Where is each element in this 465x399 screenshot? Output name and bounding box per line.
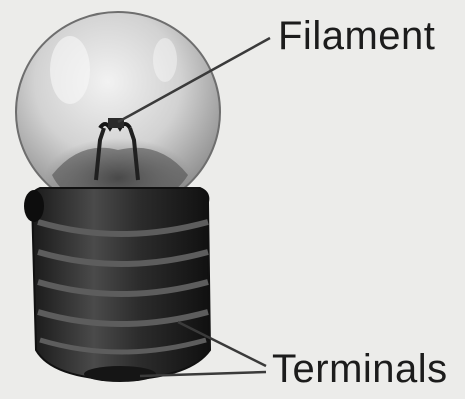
filament-label: Filament — [278, 16, 435, 56]
screw-base — [24, 188, 210, 382]
terminals-label: Terminals — [272, 349, 448, 389]
glass-bulb — [16, 12, 220, 212]
